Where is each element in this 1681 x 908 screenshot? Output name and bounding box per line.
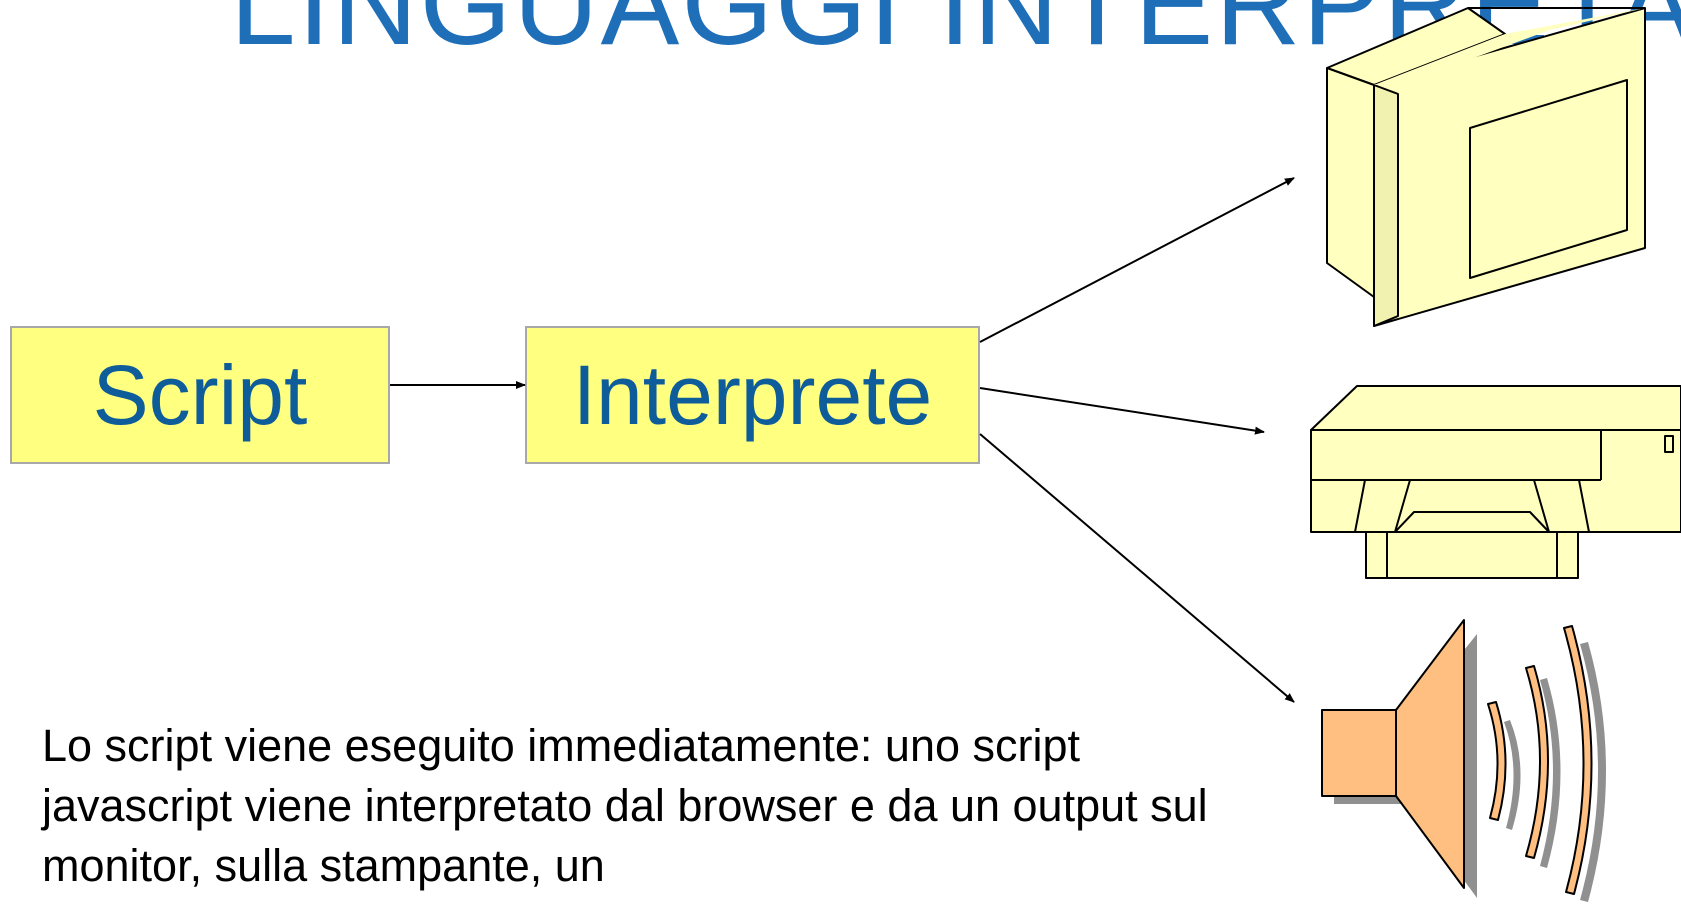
caption-text: Lo script viene eseguito immediatamente:… xyxy=(42,720,1208,891)
interprete-box: Interprete xyxy=(525,326,980,464)
printer-icon xyxy=(1310,385,1681,579)
interprete-box-label: Interprete xyxy=(572,347,933,442)
script-box-label: Script xyxy=(92,347,308,442)
monitor-icon xyxy=(1326,7,1646,327)
speaker-cone xyxy=(1321,619,1465,889)
speaker-icon xyxy=(1321,619,1606,902)
arrow-to-monitor xyxy=(979,177,1295,343)
arrow-to-printer xyxy=(979,387,1265,435)
arrow-to-speaker xyxy=(979,433,1295,703)
script-box: Script xyxy=(10,326,390,464)
